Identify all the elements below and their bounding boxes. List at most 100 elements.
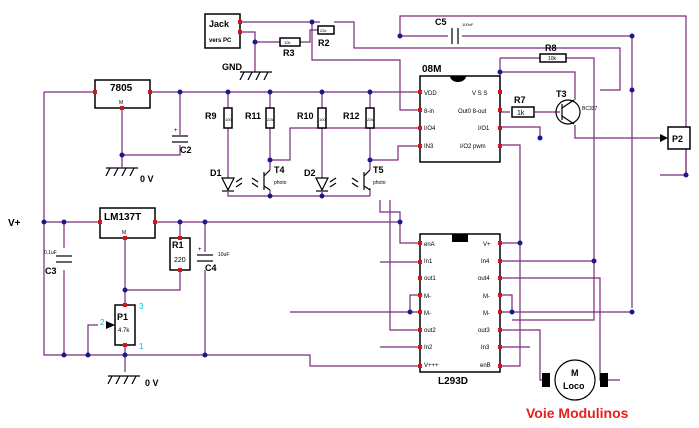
svg-text:T3: T3 [556,89,567,99]
zero-v-bottom-label: 0 V [145,378,159,388]
ground-gnd [239,71,272,81]
ground-bottom [107,375,140,385]
svg-text:100: 100 [319,117,326,122]
vplus-label: V+ [8,218,21,229]
svg-text:T5: T5 [373,165,384,175]
svg-text:R8: R8 [545,43,557,53]
svg-text:10k: 10k [548,56,557,62]
capacitor-c5: C5 100nF [435,17,474,44]
svg-text:LM137T: LM137T [104,212,141,223]
diagram-title: Voie Modulinos [526,405,629,421]
svg-text:In1: In1 [424,259,433,265]
svg-text:+: + [174,128,178,134]
svg-text:22k: 22k [367,117,373,122]
jack-connector: Jack vers PC [204,13,241,49]
svg-text:10uF: 10uF [218,252,229,258]
resistor-r8: 10k R8 [539,43,567,63]
svg-text:Loco: Loco [563,381,585,391]
svg-text:In3: In3 [481,345,490,351]
svg-text:22k: 22k [320,28,326,33]
regulator-lm137t: LM137T M [99,207,156,239]
capacitor-c3: 0.1uF C3 [44,250,72,276]
svg-text:220: 220 [174,257,186,264]
svg-text:BC337: BC337 [582,106,598,112]
svg-text:R2: R2 [318,38,330,48]
svg-text:C3: C3 [45,266,57,276]
svg-text:R11: R11 [245,111,261,121]
svg-text:R7: R7 [514,95,526,105]
svg-text:I/O1: I/O1 [478,126,490,132]
led-d1: D1 [210,168,243,192]
svg-text:M-: M- [483,311,490,317]
potentiometer-p1: P1 4.7k 1 2 3 [100,302,144,351]
svg-text:22k: 22k [267,117,273,122]
resistor-r7: 1k R7 [511,95,535,118]
svg-text:T4: T4 [274,165,285,175]
jack-label: Jack [209,19,230,29]
svg-text:R1: R1 [172,240,184,250]
svg-text:I/O2 pwm: I/O2 pwm [460,144,486,150]
mcu-08m: 08M VDD 8-in I/O4 IN3 V S S Out0 8-out I… [419,64,501,163]
svg-text:D2: D2 [304,168,316,178]
svg-text:C2: C2 [180,145,192,155]
svg-text:7805: 7805 [110,83,133,94]
jack-sublabel: vers PC [209,38,232,44]
svg-text:+: + [198,247,202,253]
svg-text:out3: out3 [478,328,490,334]
svg-text:1k: 1k [517,110,525,117]
resistor-r11: 22k R11 [245,107,275,129]
svg-text:R9: R9 [205,111,217,121]
wires [43,15,687,381]
svg-text:C5: C5 [435,17,447,27]
svg-text:V+: V+ [483,242,491,248]
svg-text:8-in: 8-in [424,109,434,115]
svg-text:V+++: V+++ [424,363,439,369]
resistor-r1: R1 220 [169,237,191,271]
svg-text:3: 3 [139,302,144,311]
svg-text:M: M [571,368,579,378]
svg-text:M: M [122,230,126,236]
junction-nodes [41,19,689,358]
svg-text:R3: R3 [283,48,295,58]
svg-text:C4: C4 [205,263,217,273]
svg-text:out4: out4 [478,276,490,282]
svg-text:enA: enA [424,242,435,248]
svg-text:1: 1 [139,342,144,351]
pin-markers [93,20,502,368]
svg-text:I/O4: I/O4 [424,126,436,132]
svg-text:P2: P2 [672,134,683,144]
resistor-r3: 10k R3 [279,37,301,58]
svg-text:10k: 10k [284,40,290,45]
resistor-r12: 22k R12 [343,107,375,129]
zero-v-top-label: 0 V [140,174,154,184]
svg-text:Out0 8-out: Out0 8-out [458,109,487,115]
svg-text:0.1uF: 0.1uF [44,250,57,256]
svg-text:In2: In2 [424,345,433,351]
phototransistor-t5: T5 photo [351,165,386,191]
svg-text:out1: out1 [424,276,436,282]
svg-text:100: 100 [225,117,232,122]
svg-text:V S S: V S S [472,91,487,97]
resistor-r10: 100 R10 [297,107,327,129]
svg-text:M-: M- [424,311,431,317]
svg-text:M-: M- [483,294,490,300]
svg-text:100nF: 100nF [462,22,474,27]
motor-loco: M Loco [542,359,608,401]
svg-text:R12: R12 [343,111,360,121]
resistor-r2: 22k R2 [317,25,335,48]
svg-text:IN3: IN3 [424,144,434,150]
svg-text:2: 2 [100,318,105,327]
svg-text:M-: M- [424,294,431,300]
led-d2: D2 [304,168,337,192]
svg-text:photo: photo [373,180,386,186]
regulator-7805: 7805 M [94,79,151,109]
driver-name: L293D [438,376,468,387]
svg-text:R10: R10 [297,111,314,121]
svg-text:out2: out2 [424,328,436,334]
connector-p2: P2 [660,126,691,150]
capacitor-c4: + 10uF C4 [197,247,229,273]
svg-text:P1: P1 [117,312,128,322]
svg-text:M: M [119,100,123,106]
resistor-r9: 100 R9 [205,107,233,129]
